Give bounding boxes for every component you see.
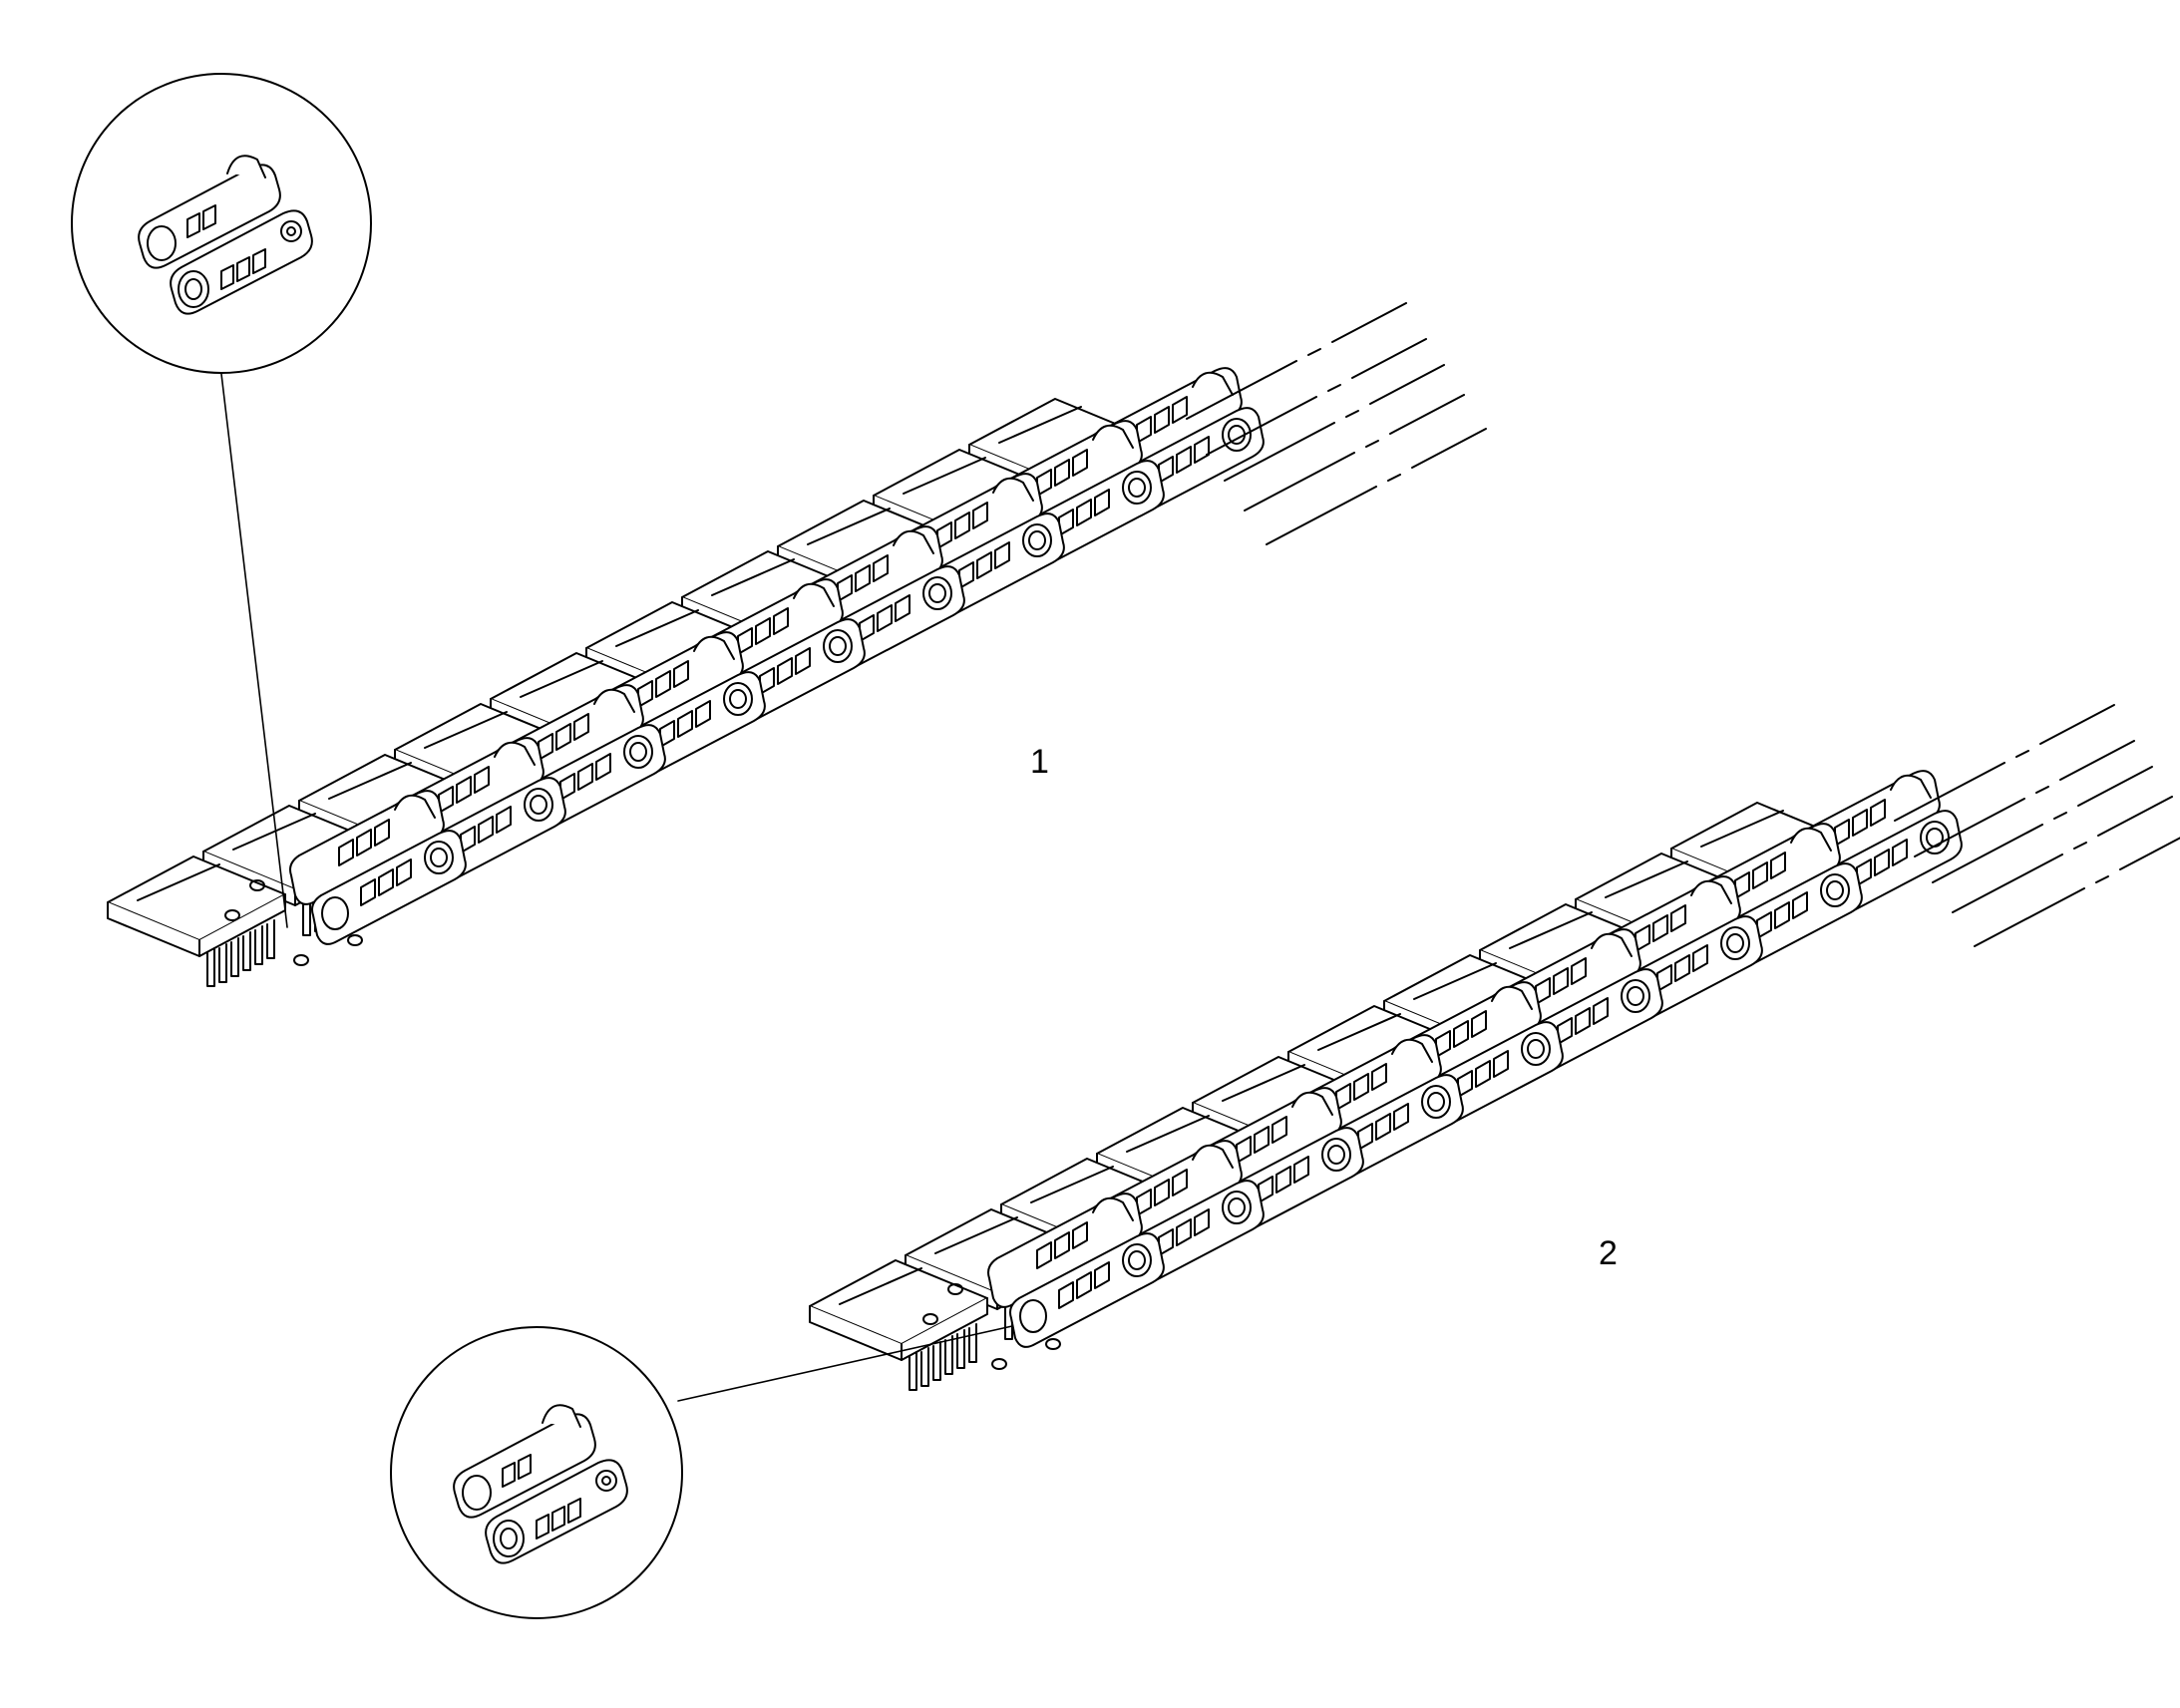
item-number-1: 1 bbox=[1030, 743, 1049, 781]
track-assembly-2: 2 bbox=[677, 704, 2180, 1402]
continuation-line bbox=[1266, 428, 1487, 545]
leader-line-2 bbox=[677, 1325, 1013, 1402]
chain-links-1 bbox=[289, 367, 1265, 945]
mounting-holes-2 bbox=[922, 1283, 1061, 1370]
track-link-detail-1 bbox=[71, 73, 372, 374]
mounting-holes-1 bbox=[224, 879, 363, 966]
continuation-line bbox=[1914, 740, 2135, 857]
track-assembly-1: 1 bbox=[107, 302, 1487, 987]
chain-links-2 bbox=[987, 770, 1963, 1348]
track-link-detail-2 bbox=[390, 1326, 683, 1619]
leader-line-1 bbox=[220, 373, 288, 928]
item-number-2: 2 bbox=[1599, 1234, 1618, 1272]
